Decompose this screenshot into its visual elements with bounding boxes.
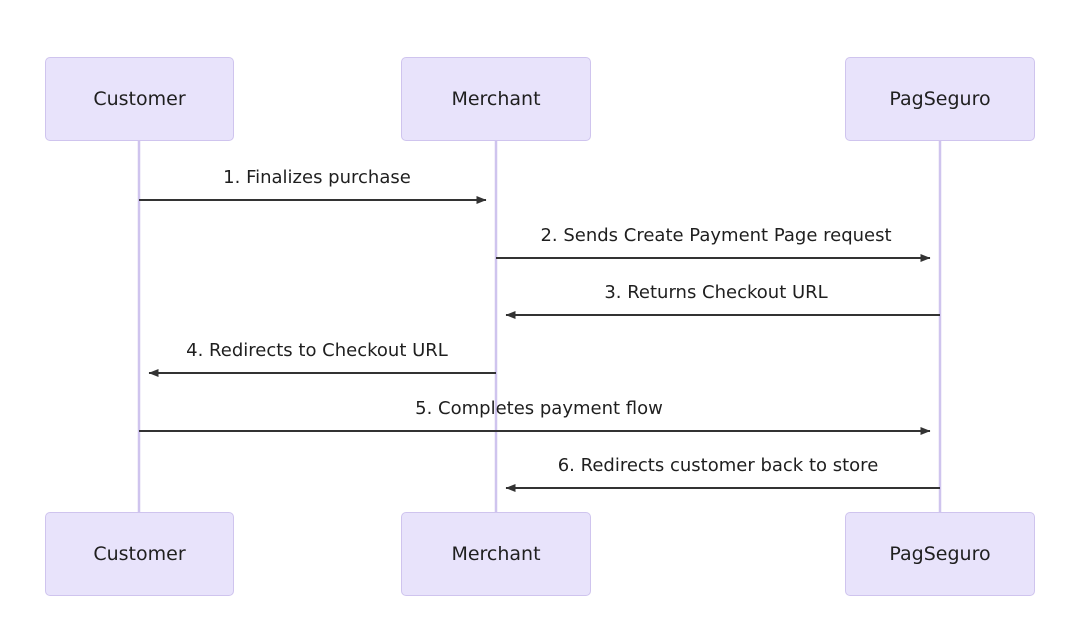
message-label-3: 3. Returns Checkout URL xyxy=(604,282,828,303)
message-label-6: 6. Redirects customer back to store xyxy=(557,455,879,476)
lifelines-group xyxy=(137,141,942,512)
actor-label: PagSeguro xyxy=(889,542,991,565)
actor-label: Merchant xyxy=(451,87,541,110)
message-label-4: 4. Redirects to Checkout URL xyxy=(186,340,448,361)
actor-label: Customer xyxy=(93,542,186,565)
actor-box-bottom-merchant[interactable]: Merchant xyxy=(401,512,591,596)
actor-label: Customer xyxy=(93,87,186,110)
actor-label: PagSeguro xyxy=(889,87,991,110)
actor-box-bottom-pagseguro[interactable]: PagSeguro xyxy=(845,512,1035,596)
actor-label: Merchant xyxy=(451,542,541,565)
message-arrows-group xyxy=(139,196,940,492)
actor-box-bottom-customer[interactable]: Customer xyxy=(45,512,234,596)
message-label-1: 1. Finalizes purchase xyxy=(223,167,411,188)
actor-box-top-pagseguro[interactable]: PagSeguro xyxy=(845,57,1035,141)
message-label-2: 2. Sends Create Payment Page request xyxy=(540,225,892,246)
message-label-5: 5. Completes payment flow xyxy=(415,398,663,419)
actor-box-top-merchant[interactable]: Merchant xyxy=(401,57,591,141)
actor-box-top-customer[interactable]: Customer xyxy=(45,57,234,141)
